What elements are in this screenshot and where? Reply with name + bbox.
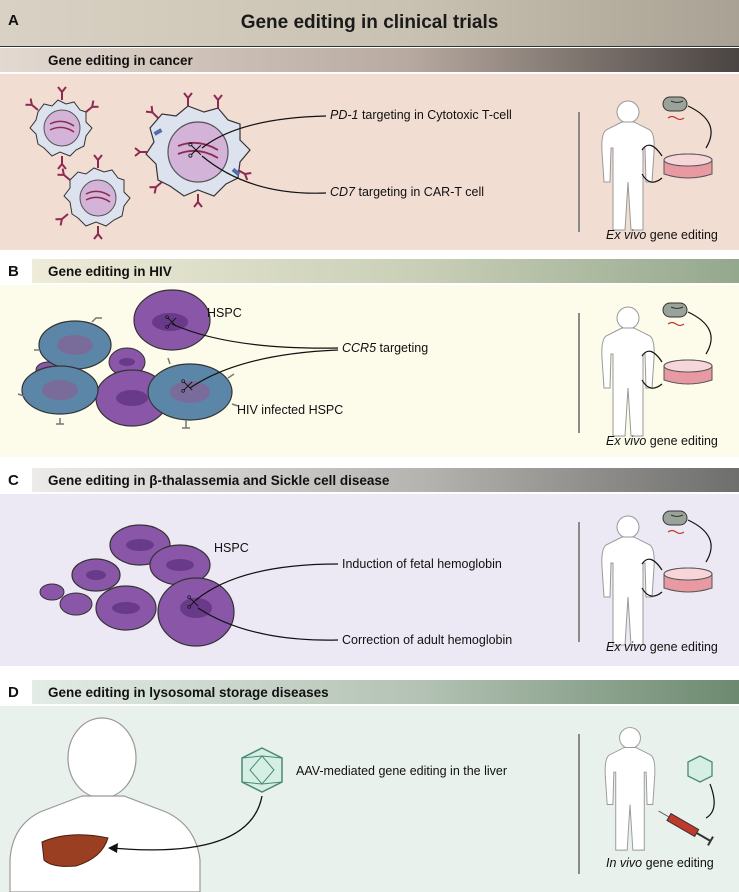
section-title-a: Gene editing in cancer — [48, 53, 193, 68]
label-hspc-b: HSPC — [207, 306, 242, 320]
panel-letter-a: A — [8, 12, 19, 29]
label-adult-hemoglobin: Correction of adult hemoglobin — [342, 633, 513, 647]
label-pd1-targeting: PD-1 targeting in Cytotoxic T-cell — [330, 108, 512, 122]
separator-c — [578, 522, 580, 642]
in-vivo-diagram-d — [604, 727, 715, 851]
method-label-c: Ex vivo gene editing — [606, 640, 718, 654]
panel-letter-b: B — [8, 263, 19, 280]
aav-capsid-icon — [241, 747, 283, 793]
tcell-small-2 — [54, 154, 131, 240]
hiv-infected-cells-b — [17, 317, 239, 429]
label-fetal-hemoglobin: Induction of fetal hemoglobin — [342, 557, 502, 571]
section-header-a — [0, 48, 739, 72]
separator-d — [578, 734, 580, 874]
label-hspc-c: HSPC — [214, 541, 249, 555]
hspc-cells-c — [39, 524, 235, 647]
section-header-d — [32, 680, 739, 704]
car-tcell-large — [134, 92, 253, 208]
section-header-c — [32, 468, 739, 492]
label-aav-liver: AAV-mediated gene editing in the liver — [296, 764, 508, 778]
label-hiv-infected-hspc: HIV infected HSPC — [237, 403, 344, 417]
liver-icon — [41, 834, 109, 867]
separator-b — [578, 313, 580, 433]
label-cd7-targeting: CD7 targeting in CAR-T cell — [330, 185, 485, 199]
ex-vivo-diagram-b — [601, 302, 713, 437]
section-title-d: Gene editing in lysosomal storage diseas… — [48, 685, 329, 700]
method-label-d: In vivo gene editing — [606, 856, 714, 870]
section-title-c: Gene editing in β-thalassemia and Sickle… — [48, 473, 390, 488]
ex-vivo-diagram-a — [601, 96, 713, 231]
title-bar — [0, 0, 739, 47]
human-body-large — [9, 717, 201, 892]
panel-letter-d: D — [8, 684, 19, 701]
method-label-b: Ex vivo gene editing — [606, 434, 718, 448]
tcell-small-1 — [24, 86, 100, 170]
ex-vivo-diagram-c — [601, 510, 713, 646]
method-label-a: Ex vivo gene editing — [606, 228, 718, 242]
page-title: Gene editing in clinical trials — [240, 12, 499, 33]
label-ccr5-targeting: CCR5 targeting — [342, 341, 429, 355]
separator-a — [578, 112, 580, 232]
section-title-b: Gene editing in HIV — [48, 264, 172, 279]
panel-letter-c: C — [8, 472, 19, 489]
section-header-b — [32, 259, 739, 283]
